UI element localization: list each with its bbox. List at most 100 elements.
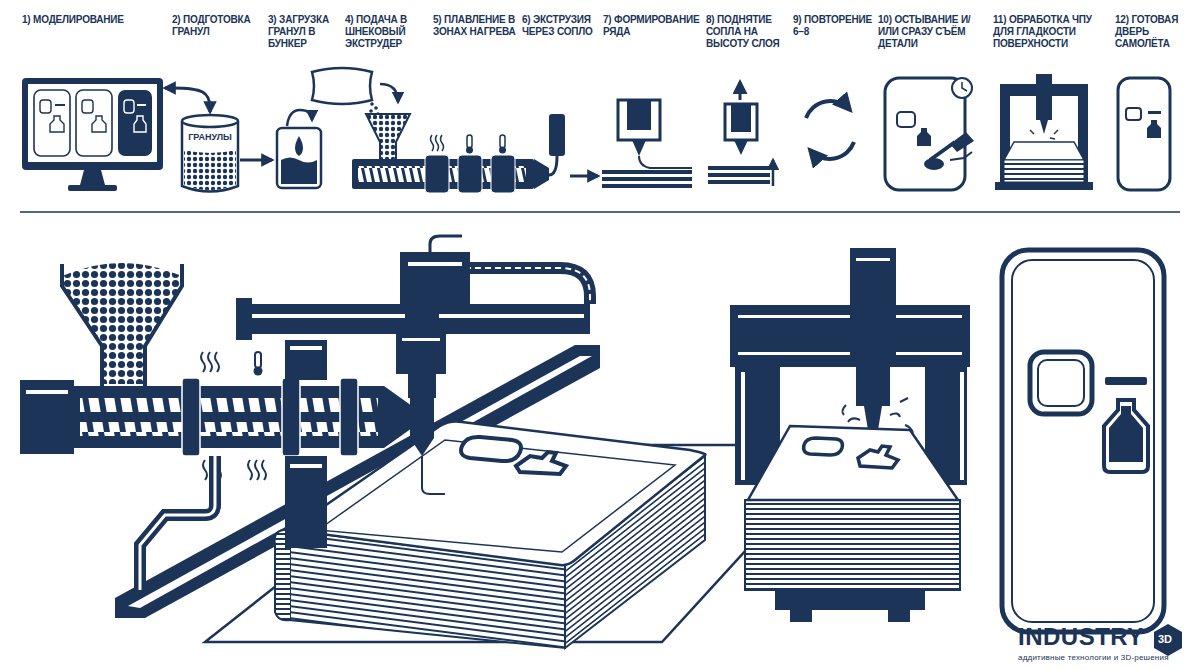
nozzle-raise-icon xyxy=(734,140,748,155)
screw-extruder xyxy=(182,378,200,456)
granule-container xyxy=(182,115,238,127)
step-box: 2) ПОДГОТОВКА ГРАНУЛГРАНУЛЫ xyxy=(180,112,240,192)
monitor-icon xyxy=(22,78,163,191)
cnc-small-icon xyxy=(1030,130,1058,139)
print-head xyxy=(396,236,470,494)
print-head xyxy=(400,252,470,312)
screw-extruder xyxy=(282,378,300,456)
small-extruder xyxy=(458,155,482,193)
granule-bag xyxy=(374,106,378,110)
step-heading: 10) ОСТЫВАНИЕ И/ИЛИ СРАЗУ СЪЁМ ДЕТАЛИ xyxy=(878,14,988,50)
bunker-icon xyxy=(281,158,317,185)
step-box: 11) ОБРАБОТКА ЧПУ ДЛЯ ГЛАДКОСТИ ПОВЕРХНО… xyxy=(992,72,1092,192)
step-box: 3) ЗАГРУЗКА ГРАНУЛ В БУНКЕР xyxy=(272,108,322,190)
print-head xyxy=(410,398,434,456)
monitor-icon xyxy=(80,170,105,185)
nozzle-raise-icon xyxy=(739,82,742,100)
step-box: 10) ОСТЫВАНИЕ И/ИЛИ СРАЗУ СЪЁМ ДЕТАЛИ xyxy=(878,72,978,192)
granule-bag xyxy=(312,68,372,104)
small-extruder xyxy=(491,155,515,193)
screw-extruder xyxy=(248,460,266,480)
logo-mark-text: 3D xyxy=(1158,633,1172,646)
nozzle-raise-icon xyxy=(708,82,773,186)
cnc-machine xyxy=(960,372,964,480)
monitor-icon xyxy=(82,100,93,113)
cnc-machine xyxy=(888,610,910,622)
repeat-cycle-icon xyxy=(806,101,854,159)
row-forming-icon xyxy=(602,100,692,188)
pellet-hopper xyxy=(62,263,182,384)
monitor-icon xyxy=(76,90,112,156)
monitor-icon xyxy=(22,78,163,170)
cnc-machine xyxy=(856,360,890,406)
cooling-door-icon xyxy=(950,152,972,160)
logo-mark xyxy=(1154,624,1182,656)
finished-door-icon xyxy=(1118,78,1170,190)
screw-extruder xyxy=(80,398,378,436)
finished-door-icon xyxy=(1118,78,1170,190)
extruder-support xyxy=(140,340,327,590)
small-extruder xyxy=(431,135,444,151)
step-heading: 9) ПОВТОРЕНИЕ 6–8 xyxy=(793,14,877,38)
granule-container xyxy=(182,121,238,192)
cnc-small-icon xyxy=(1004,160,1084,182)
extruder-support xyxy=(140,456,215,590)
print-head xyxy=(408,374,436,398)
gantry-beam xyxy=(455,268,590,304)
nozzle-icon xyxy=(549,114,565,156)
finished-door-icon xyxy=(1126,108,1141,120)
nozzle-raise-icon xyxy=(772,160,775,186)
screw-extruder xyxy=(255,352,261,368)
repeat-cycle-icon xyxy=(806,101,850,118)
step-box: 4) ПОДАЧА В ШНЕКОВЫЙ ЭКСТРУДЕР xyxy=(348,62,428,192)
cnc-machine xyxy=(858,446,898,468)
flow-arrow xyxy=(570,175,598,178)
cnc-machine xyxy=(790,610,812,622)
step-box: 8) ПОДНЯТИЕ СОПЛА НА ВЫСОТУ СЛОЯ xyxy=(704,75,776,190)
small-extruder xyxy=(466,147,473,154)
bunker-icon xyxy=(287,110,312,126)
screw-extruder xyxy=(20,380,74,454)
row-forming-icon xyxy=(602,177,692,181)
row-forming-icon xyxy=(632,140,646,156)
small-extruder xyxy=(467,135,472,148)
screw-extruder xyxy=(384,386,412,448)
cooling-door-icon xyxy=(952,78,972,98)
small-extruder xyxy=(366,114,410,160)
print-head xyxy=(422,456,445,494)
aircraft-door xyxy=(1002,250,1164,632)
granule-bag xyxy=(312,68,398,116)
aircraft-door xyxy=(1002,250,1164,632)
step-box: 5) ПЛАВЛЕНИЕ В ЗОНАХ НАГРЕВА xyxy=(428,135,520,192)
finished-door-icon xyxy=(1147,120,1161,138)
monitor-icon xyxy=(118,90,152,156)
cnc-machine xyxy=(745,500,960,590)
container-label: ГРАНУЛЫ xyxy=(180,132,240,142)
print-head xyxy=(408,262,462,266)
aircraft-door xyxy=(1038,360,1084,406)
row-forming-icon xyxy=(627,100,651,130)
screw-extruder xyxy=(74,386,384,448)
extruder-support xyxy=(285,340,327,380)
step-heading: 11) ОБРАБОТКА ЧПУ ДЛЯ ГЛАДКОСТИ ПОВЕРХНО… xyxy=(993,14,1111,50)
small-extruder xyxy=(352,114,549,193)
cnc-machine xyxy=(804,438,843,455)
nozzle-icon xyxy=(549,114,565,175)
cnc-small-icon xyxy=(1004,142,1084,160)
aircraft-door xyxy=(1105,377,1147,385)
monitor-icon xyxy=(68,185,117,191)
flow-arrow xyxy=(240,159,272,162)
bunker-icon xyxy=(277,128,321,188)
pellet-hopper xyxy=(62,263,182,386)
cnc-machine xyxy=(748,426,958,500)
row-forming-icon xyxy=(602,170,692,174)
step-heading: 7) ФОРМИРОВАНИЕ РЯДА xyxy=(603,14,703,38)
printed-part xyxy=(516,452,566,474)
monitor-icon xyxy=(50,116,64,132)
extruder-support xyxy=(290,464,322,468)
printed-part xyxy=(461,437,521,461)
extruder-support xyxy=(140,456,215,590)
